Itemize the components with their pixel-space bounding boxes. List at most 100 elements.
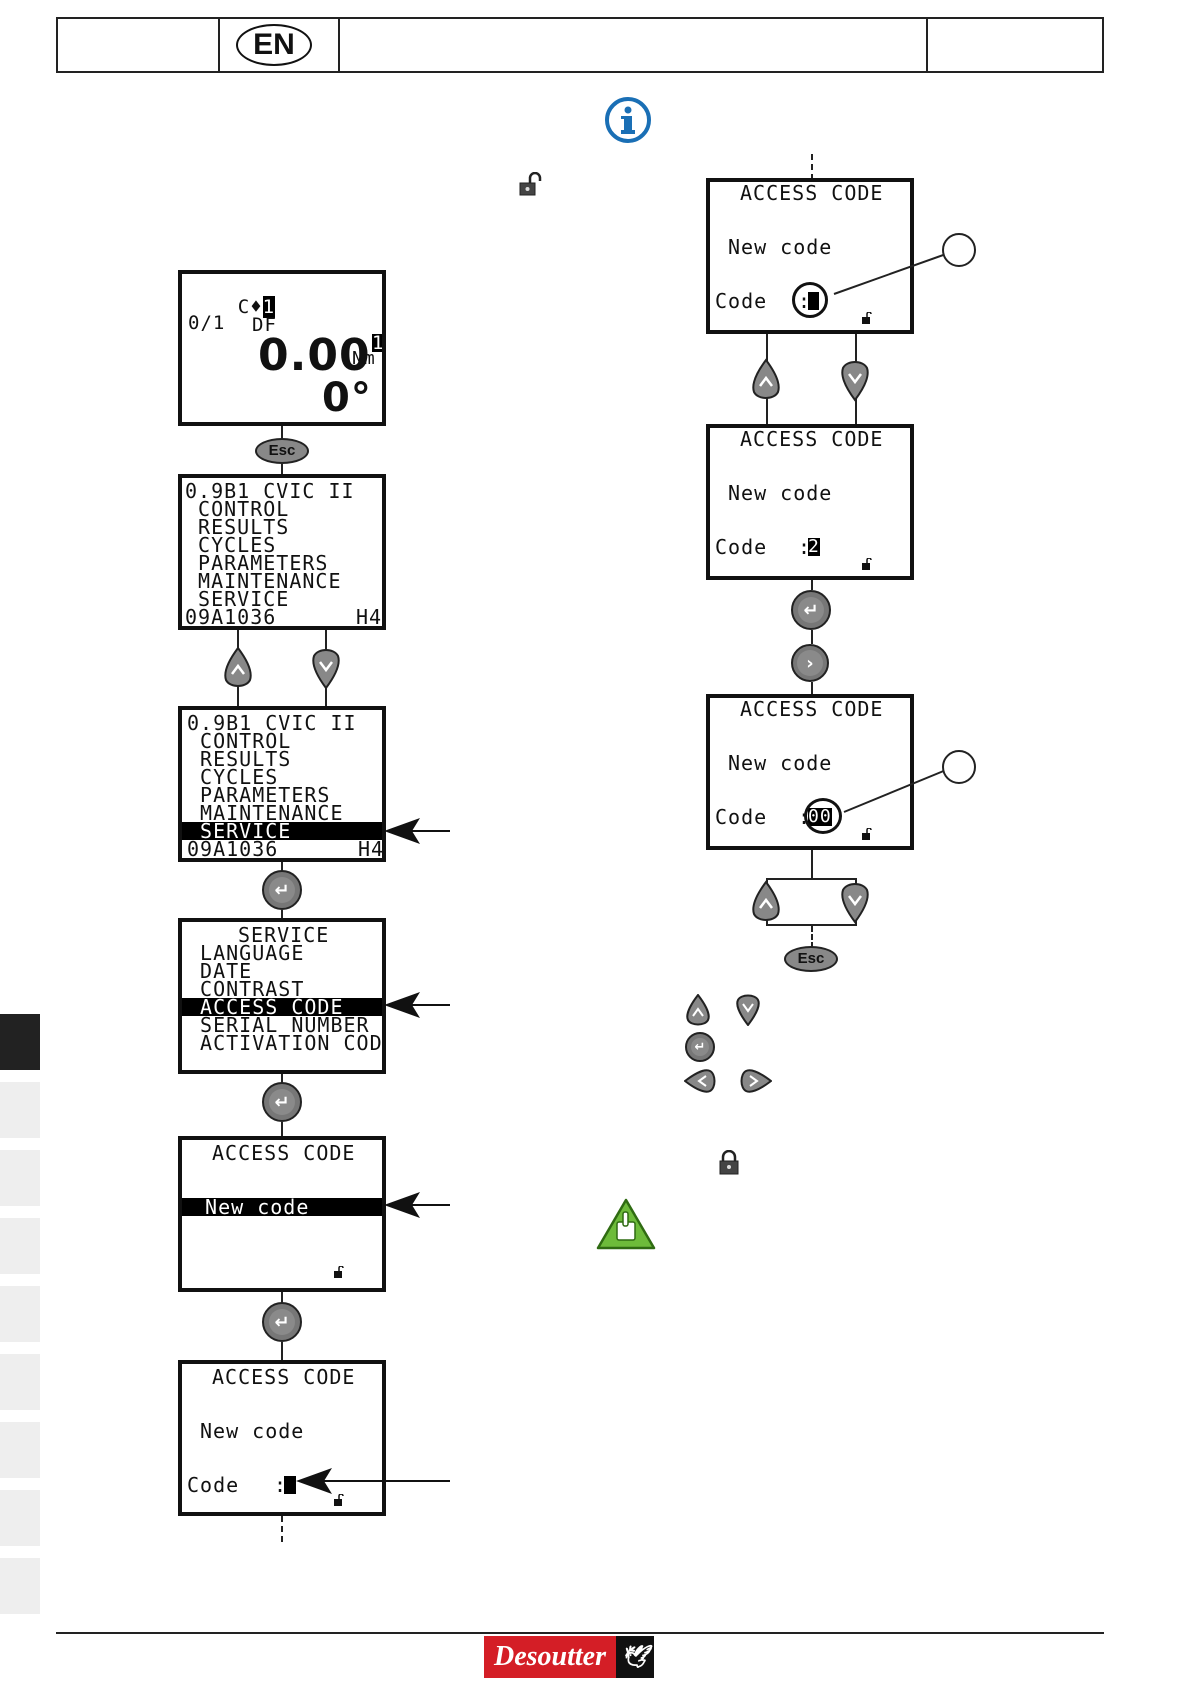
service-title: SERVICE: [238, 923, 330, 947]
arrow-up-button[interactable]: [222, 646, 254, 690]
arrow-right-button[interactable]: ›: [791, 644, 829, 682]
enter-button[interactable]: ↵: [262, 1302, 302, 1342]
menu-line-3: RESULTS: [187, 747, 292, 771]
enter-button[interactable]: ↵: [262, 870, 302, 910]
sidebar-tab[interactable]: [0, 1218, 40, 1274]
status-row: C♦1 DF 1: [188, 280, 382, 370]
sidebar-tab[interactable]: [0, 1150, 40, 1206]
code-label: Code: [187, 1473, 240, 1497]
lcd-screen-code-entry-3: ACCESS CODE New code Code : 00: [706, 694, 914, 850]
pointer-arrow-icon: [384, 1192, 450, 1218]
menu-line-6: MAINTENANCE: [185, 569, 342, 593]
enter-button: ↵: [685, 1032, 715, 1062]
access-code-title: ACCESS CODE: [212, 1141, 356, 1165]
callout-marker: [942, 233, 976, 267]
header-cell-lang: [218, 19, 340, 71]
tool-indicator: C♦: [237, 296, 263, 318]
menu-line-4: CYCLES: [187, 765, 279, 789]
page-header: [56, 17, 1104, 73]
arrow-up-button: [686, 994, 710, 1026]
lcd-screen-code-entry-1: ACCESS CODE New code Code :: [706, 178, 914, 334]
sidebar-tab[interactable]: [0, 1082, 40, 1138]
code-label: Code: [715, 289, 768, 313]
bird-logo-icon: 🕊: [615, 1636, 654, 1678]
arrow-right-button: [740, 1069, 772, 1093]
lcd-screen-main-menu: 0.9B1 CVIC II CONTROL RESULTS CYCLES PAR…: [178, 474, 386, 630]
menu-line-2: CONTROL: [185, 497, 290, 521]
lcd-screen-access-code-menu: ACCESS CODE New code: [178, 1136, 386, 1292]
header-cell-left: [58, 19, 220, 71]
sidebar-tab[interactable]: [0, 1490, 40, 1546]
new-code-label: New code: [728, 481, 833, 505]
unlocked-padlock-icon: [862, 558, 872, 570]
unlocked-padlock-icon: [334, 1494, 344, 1506]
menu-line-5: PARAMETERS: [185, 551, 329, 575]
menu-line-5: PARAMETERS: [187, 783, 331, 807]
new-code-label: New code: [728, 235, 833, 259]
brand-logo: Desoutter 🕊: [484, 1636, 654, 1678]
enter-button[interactable]: ↵: [791, 590, 831, 630]
menu-line-6: MAINTENANCE: [187, 801, 344, 825]
sidebar-tab[interactable]: [0, 1558, 40, 1614]
arrow-left-button: [684, 1069, 716, 1093]
code-value: :: [274, 1473, 288, 1497]
pset-number: 1: [372, 332, 385, 354]
callout-leader: [843, 769, 947, 813]
code-label: Code: [715, 805, 768, 829]
torque-value: 0.00: [258, 330, 371, 381]
enter-button[interactable]: ↵: [262, 1082, 302, 1122]
code-digit: 2: [808, 536, 820, 557]
code-cursor: [284, 1476, 296, 1494]
new-code-label: New code: [728, 751, 833, 775]
arrow-down-button[interactable]: [839, 880, 871, 924]
sidebar-tab[interactable]: [0, 1354, 40, 1410]
service-item-date: DATE: [187, 959, 253, 983]
unlocked-padlock-icon: [519, 172, 542, 196]
arrow-up-button[interactable]: [750, 880, 782, 924]
brand-name: Desoutter: [494, 1641, 606, 1672]
info-icon: [605, 97, 651, 143]
access-code-title: ACCESS CODE: [740, 697, 884, 721]
lcd-screen-enter-code: ACCESS CODE New code Code :: [178, 1360, 386, 1516]
menu-line-1: 0.9B1 CVIC II: [187, 711, 357, 735]
locked-padlock-icon: [719, 1150, 739, 1175]
menu-line-4: CYCLES: [185, 533, 277, 557]
access-code-title: ACCESS CODE: [740, 427, 884, 451]
lcd-screen-home: C♦1 DF 1 0/1 0.00 Nm 0°: [178, 270, 386, 426]
sidebar-tab-active[interactable]: [0, 1014, 40, 1070]
menu-footer-right: H4: [358, 837, 385, 861]
arrow-down-button[interactable]: [310, 646, 342, 690]
menu-footer-right: H4: [356, 605, 383, 629]
new-code-item: New code: [182, 1197, 382, 1217]
menu-footer-left: 09A1036: [185, 605, 277, 629]
pointer-arrow-icon: [384, 992, 450, 1018]
service-item-activation-code: ACTIVATION CODE: [187, 1031, 386, 1055]
unlocked-padlock-icon: [334, 1266, 344, 1278]
angle-value: 0°: [322, 375, 372, 421]
callout-marker: [942, 750, 976, 784]
arrow-up-button[interactable]: [750, 358, 782, 402]
menu-line-2: CONTROL: [187, 729, 292, 753]
torque-unit: Nm: [352, 348, 376, 369]
esc-button[interactable]: Esc: [784, 946, 838, 972]
service-item-access-code: ACCESS CODE: [182, 997, 382, 1017]
esc-button[interactable]: Esc: [255, 438, 309, 464]
lcd-screen-main-menu-service: 0.9B1 CVIC II CONTROL RESULTS CYCLES PAR…: [178, 706, 386, 862]
arrow-down-button[interactable]: [839, 358, 871, 402]
highlight-circle: [804, 798, 842, 834]
lcd-screen-service-menu: SERVICE LANGUAGE DATE CONTRAST ACCESS CO…: [178, 918, 386, 1074]
callout-leader: [833, 253, 947, 295]
code-value: :: [798, 535, 812, 559]
sidebar-tab[interactable]: [0, 1286, 40, 1342]
language-badge: EN: [236, 24, 312, 66]
sidebar-tab[interactable]: [0, 1422, 40, 1478]
tip-hand-icon: [596, 1198, 656, 1250]
footer-rule: [56, 1632, 1104, 1634]
code-label: Code: [715, 535, 768, 559]
menu-line-1: 0.9B1 CVIC II: [185, 479, 355, 503]
pointer-arrow-icon: [384, 818, 450, 844]
service-item-serial-number: SERIAL NUMBER: [187, 1013, 370, 1037]
service-item-language: LANGUAGE: [187, 941, 305, 965]
menu-line-selected: SERVICE: [182, 821, 382, 841]
unlocked-padlock-icon: [862, 312, 872, 324]
